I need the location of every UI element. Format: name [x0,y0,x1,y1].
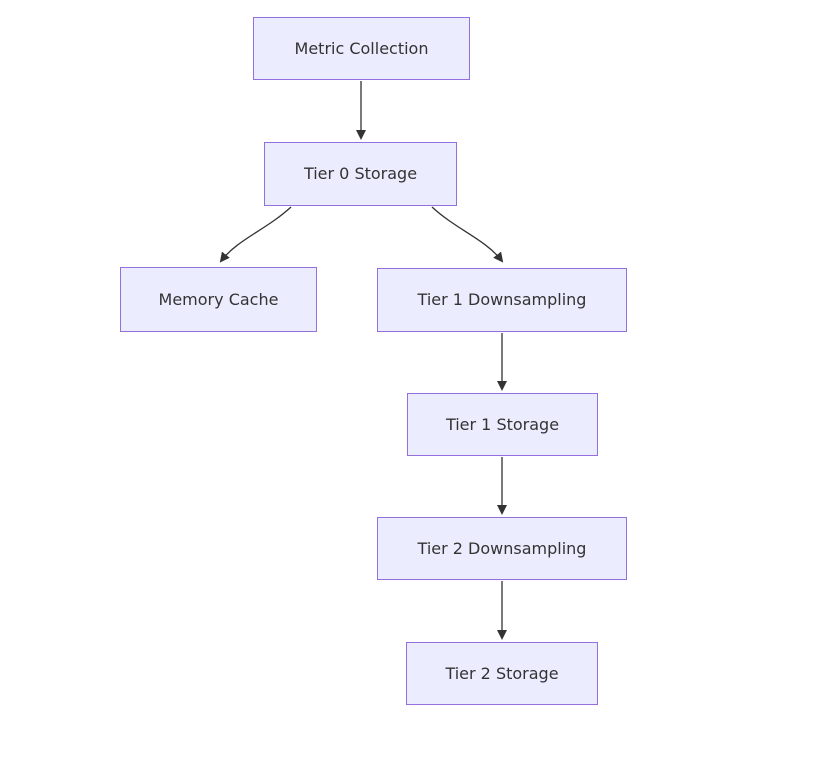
node-label-tier2-storage: Tier 2 Storage [445,663,559,683]
node-label-tier1-storage: Tier 1 Storage [445,414,560,434]
edge-tier0-to-tier1-downsampling [431,206,504,263]
node-tier2-downsampling: Tier 2 Downsampling [377,517,627,580]
node-label-metric-collection: Metric Collection [294,38,429,58]
node-tier2-storage: Tier 2 Storage [406,642,598,705]
node-label-tier0-storage: Tier 0 Storage [303,164,418,184]
node-memory-cache: Memory Cache [120,267,317,332]
edge-tier0-to-memory-cache [219,206,292,263]
node-tier1-downsampling: Tier 1 Downsampling [377,268,627,332]
node-label-tier1-downsampling: Tier 1 Downsampling [417,290,587,310]
node-metric-collection: Metric Collection [253,17,470,80]
node-label-memory-cache: Memory Cache [158,289,279,309]
node-tier1-storage: Tier 1 Storage [407,393,598,456]
node-label-tier2-downsampling: Tier 2 Downsampling [417,538,587,558]
node-tier0-storage: Tier 0 Storage [264,142,457,206]
